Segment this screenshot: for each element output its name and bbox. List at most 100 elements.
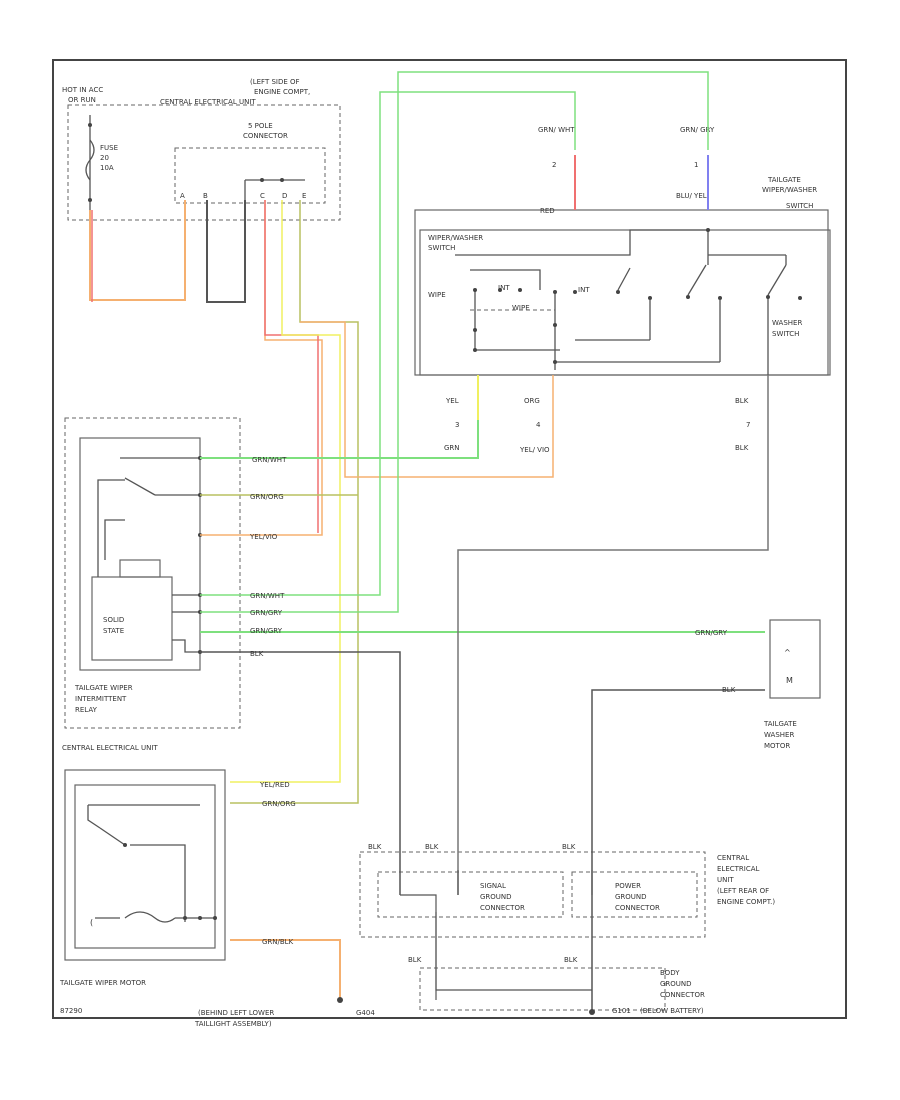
wiper-motor-outer-box bbox=[64, 769, 226, 961]
blk-label-switch: BLK bbox=[735, 397, 749, 405]
central-electrical-unit-top-label: CENTRAL ELECTRICAL UNIT bbox=[160, 98, 256, 106]
wire-olive-long bbox=[230, 200, 359, 804]
body-ground-label-3: CONNECTOR bbox=[660, 991, 705, 999]
power-ground-label-2: GROUND bbox=[615, 893, 647, 901]
ground-connector-box bbox=[359, 851, 706, 938]
solid-state-tab bbox=[119, 559, 161, 578]
blk-label-gnd-3: BLK bbox=[562, 843, 576, 851]
yel-vio-label: YEL/ VIO bbox=[519, 446, 550, 454]
pole-connector-label: 5 POLE bbox=[248, 122, 273, 130]
washer-motor-label-2: WASHER bbox=[764, 731, 794, 739]
fuse-wire-orange bbox=[89, 200, 186, 301]
tailgate-switch-label-3: SWITCH bbox=[786, 202, 813, 210]
engine-compt-label: ENGINE COMPT, bbox=[254, 88, 310, 96]
ground-g101-icon bbox=[589, 1009, 595, 1015]
grn-wht-wire-label: GRN/WHT bbox=[252, 456, 287, 464]
signal-ground-label-1: SIGNAL bbox=[480, 882, 506, 890]
hot-in-acc-label: HOT IN ACC bbox=[62, 86, 103, 94]
grn-gry-washer-label: GRN/GRY bbox=[695, 629, 728, 637]
washer-motor-label-3: MOTOR bbox=[764, 742, 790, 750]
wire-blk-relay bbox=[200, 651, 401, 895]
relay-wire-red bbox=[264, 200, 319, 533]
wire-orange-switch bbox=[300, 321, 554, 478]
left-side-engine-label: (LEFT SIDE OF bbox=[250, 78, 300, 86]
pin-7-label: 7 bbox=[746, 421, 750, 429]
ceu-note-3: UNIT bbox=[717, 876, 734, 884]
washer-switch-label-2: SWITCH bbox=[772, 330, 799, 338]
grn-wht-label: GRN/ WHT bbox=[538, 126, 575, 134]
solid-state-label-1: SOLID bbox=[103, 616, 124, 624]
ceu-note-1: CENTRAL bbox=[717, 854, 749, 862]
fuse-icon bbox=[85, 139, 95, 181]
wire-black-washer-ground bbox=[591, 689, 765, 1012]
washer-motor-box bbox=[769, 619, 821, 699]
body-ground-label-2: GROUND bbox=[660, 980, 692, 988]
body-ground-label-1: BODY bbox=[660, 969, 680, 977]
grn-org-wire-label: GRN/ORG bbox=[250, 493, 284, 501]
wipe-label: WIPE bbox=[428, 291, 446, 299]
pin-1-label: 1 bbox=[694, 161, 698, 169]
fuse-number-label: 20 bbox=[100, 154, 109, 162]
signal-ground-label-2: GROUND bbox=[480, 893, 512, 901]
grn-wht-wire-label-2: GRN/WHT bbox=[250, 592, 285, 600]
central-electrical-unit-top-box bbox=[67, 104, 341, 221]
blk-label-switch-2: BLK bbox=[735, 444, 749, 452]
fuse-amp-label: 10A bbox=[100, 164, 114, 172]
motor-icon: M bbox=[786, 676, 793, 685]
power-ground-label-3: CONNECTOR bbox=[615, 904, 660, 912]
yel-red-wire-label: YEL/RED bbox=[259, 781, 290, 789]
wire-grn-wht-top bbox=[200, 91, 576, 596]
five-pole-connector-box bbox=[174, 147, 326, 204]
relay-label-1: TAILGATE WIPER bbox=[74, 684, 133, 692]
svg-text:C: C bbox=[260, 192, 265, 200]
connector-black-loop bbox=[206, 200, 246, 303]
signal-ground-box bbox=[377, 871, 564, 918]
relay-label-2: INTERMITTENT bbox=[75, 695, 127, 703]
wire-grn-gry-top bbox=[200, 71, 709, 613]
pin-3-label: 3 bbox=[455, 421, 459, 429]
grn-label: GRN bbox=[444, 444, 460, 452]
red-label: RED bbox=[540, 207, 555, 215]
or-run-label: OR RUN bbox=[68, 96, 96, 104]
svg-text:D: D bbox=[282, 192, 287, 200]
motor-bracket-icon: ( bbox=[90, 918, 93, 927]
wiper-washer-switch-label-1: WIPER/WASHER bbox=[428, 234, 483, 242]
grn-gry-wire-label-2: GRN/GRY bbox=[250, 627, 283, 635]
relay-dashed-box bbox=[64, 417, 241, 729]
int-label: INT bbox=[498, 284, 510, 292]
svg-text:E: E bbox=[302, 192, 306, 200]
ceu-note-4: (LEFT REAR OF bbox=[717, 887, 769, 895]
grn-blk-motor-label: GRN/BLK bbox=[262, 938, 294, 946]
wire-gray-switch-ground bbox=[457, 375, 769, 895]
relay-label-3: RELAY bbox=[75, 706, 98, 714]
org-label: ORG bbox=[524, 397, 540, 405]
ground-location-label-1: (BEHIND LEFT LOWER bbox=[198, 1009, 274, 1017]
ceu-note-5: ENGINE COMPT.) bbox=[717, 898, 775, 906]
central-electrical-unit-mid-label: CENTRAL ELECTRICAL UNIT bbox=[62, 744, 158, 752]
blu-yel-label: BLU/ YEL bbox=[676, 192, 707, 200]
blk-label-gnd-4: BLK bbox=[408, 956, 422, 964]
wire-yellow-long bbox=[230, 200, 341, 783]
grn-gry-wire-label: GRN/GRY bbox=[250, 609, 283, 617]
blk-label-gnd-2: BLK bbox=[425, 843, 439, 851]
wires-group bbox=[89, 71, 769, 1012]
blk-wire-label: BLK bbox=[250, 650, 264, 658]
relay-wire-yel-vio bbox=[200, 200, 323, 536]
grn-gry-label: GRN/ GRY bbox=[680, 126, 715, 134]
g404-label: G404 bbox=[356, 1009, 375, 1017]
fuse-label: FUSE bbox=[100, 144, 118, 152]
body-ground-box bbox=[419, 967, 666, 1011]
diagram-frame bbox=[52, 59, 847, 1019]
ground-location-label-2: TAILLIGHT ASSEMBLY) bbox=[194, 1020, 272, 1028]
yel-vio-wire-label: YEL/VIO bbox=[249, 533, 278, 541]
connector-label: CONNECTOR bbox=[243, 132, 288, 140]
pin-2-label: 2 bbox=[552, 161, 556, 169]
washer-switch-label-1: WASHER bbox=[772, 319, 802, 327]
tailgate-wiper-motor-label: TAILGATE WIPER MOTOR bbox=[59, 979, 146, 987]
svg-text:A: A bbox=[180, 192, 185, 200]
svg-text:B: B bbox=[203, 192, 208, 200]
ground-g404-icon bbox=[337, 997, 343, 1003]
washer-motor-label-1: TAILGATE bbox=[763, 720, 797, 728]
wipe-label-2: WIPE bbox=[512, 304, 530, 312]
